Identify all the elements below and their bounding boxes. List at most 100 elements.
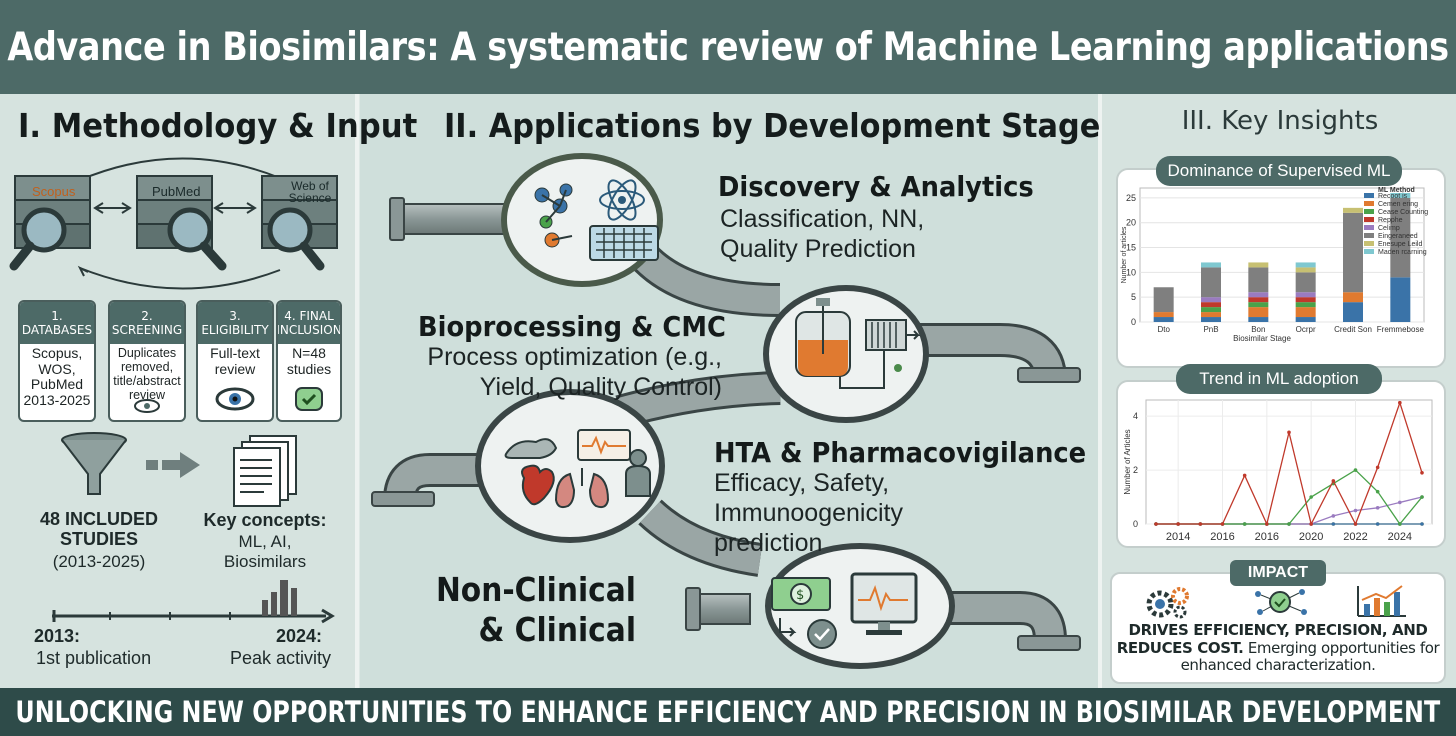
legend-label: Maden rcarning bbox=[1378, 249, 1427, 256]
data-point bbox=[1353, 468, 1358, 472]
data-point bbox=[1398, 400, 1402, 405]
bar-segment bbox=[1201, 267, 1221, 298]
legend-label: Repphe bbox=[1378, 217, 1403, 224]
cost-monitor-icon: $ bbox=[765, 543, 955, 669]
data-point bbox=[1242, 473, 1247, 478]
footer-banner: UNLOCKING NEW OPPORTUNITIES TO ENHANCE E… bbox=[0, 688, 1456, 736]
bar-chart-title: Dominance of Supervised ML bbox=[1156, 156, 1402, 186]
x-tick-label: Fremmebose bbox=[1377, 325, 1425, 334]
bar-segment bbox=[1248, 262, 1269, 268]
y-tick-label: 0 bbox=[1133, 519, 1138, 529]
timeline-start-desc: 1st publication bbox=[36, 648, 152, 668]
y-tick-label: 5 bbox=[1131, 292, 1136, 302]
bar-segment bbox=[1248, 292, 1269, 298]
data-point bbox=[1398, 522, 1402, 526]
plot-area bbox=[1145, 399, 1433, 525]
data-point bbox=[1176, 522, 1180, 526]
y-axis-label: Number of articles bbox=[1121, 226, 1128, 283]
bar-segment bbox=[1295, 292, 1316, 298]
legend-swatch bbox=[1364, 241, 1374, 246]
bar-segment bbox=[1295, 262, 1316, 268]
applications-title: II. Applications by Development Stage bbox=[444, 106, 1101, 145]
key-concepts-title: Key concepts: bbox=[203, 510, 327, 530]
arrow-right-icon bbox=[146, 452, 200, 478]
header-banner: Advance in Biosimilars: A systematic rev… bbox=[0, 0, 1456, 94]
x-axis-label: Biosimilar Stage bbox=[1233, 334, 1291, 343]
eye-icon bbox=[215, 387, 255, 411]
x-tick-label: 2014 bbox=[1166, 531, 1190, 543]
step-screening: 2.SCREENING Duplicates removed, title/ab… bbox=[108, 300, 186, 422]
legend-swatch bbox=[1364, 249, 1374, 254]
x-tick-label: 2022 bbox=[1343, 531, 1367, 543]
data-point bbox=[1309, 522, 1313, 526]
insights-title: III. Key Insights bbox=[1181, 106, 1379, 136]
server-icon bbox=[136, 175, 227, 271]
data-point bbox=[1375, 489, 1380, 494]
legend-swatch bbox=[1364, 201, 1374, 206]
x-tick-label: Dto bbox=[1157, 325, 1170, 334]
legend-label: Eingeraneed bbox=[1378, 233, 1418, 240]
included-studies: 48 INCLUDED STUDIES bbox=[39, 509, 159, 549]
data-point bbox=[1420, 470, 1424, 475]
bar-segment bbox=[1390, 197, 1411, 278]
data-point bbox=[1375, 465, 1380, 470]
data-point bbox=[1309, 495, 1313, 499]
legend-label: Cemen ering bbox=[1378, 201, 1418, 208]
bar-segment bbox=[1201, 302, 1221, 308]
stage-body-discovery: Classification, NN, Quality Prediction bbox=[720, 205, 925, 263]
step-databases: 1.DATABASES Scopus, WOS, PubMed 2013-202… bbox=[18, 300, 96, 422]
x-tick-label: 2024 bbox=[1388, 531, 1412, 543]
legend-swatch bbox=[1364, 225, 1374, 230]
check-icon bbox=[295, 387, 323, 411]
legend-label: Cease Counting bbox=[1378, 209, 1428, 216]
y-tick-label: 0 bbox=[1131, 317, 1136, 327]
bar-segment bbox=[1248, 267, 1269, 293]
y-tick-label: 10 bbox=[1126, 267, 1136, 277]
timeline-end-desc: Peak activity bbox=[230, 648, 332, 668]
panel-divider bbox=[355, 94, 359, 688]
pipeline-diagram: $ bbox=[371, 153, 1081, 669]
bar-segment bbox=[1201, 262, 1221, 268]
data-point bbox=[1331, 514, 1336, 518]
stage-title-hta: HTA & Pharmacovigilance bbox=[714, 436, 1087, 469]
y-axis-label: Number of Articles bbox=[1123, 429, 1132, 494]
legend-swatch bbox=[1364, 209, 1374, 214]
legend-swatch bbox=[1364, 233, 1374, 238]
gears-icon bbox=[1146, 587, 1189, 619]
network-check-icon bbox=[1255, 589, 1307, 615]
stage-body-bioprocessing: Process optimization (e.g., Yield, Quali… bbox=[427, 343, 722, 401]
data-point bbox=[1375, 506, 1380, 510]
bar-segment bbox=[1248, 297, 1269, 303]
x-tick-label: Bon bbox=[1251, 325, 1265, 334]
data-point bbox=[1331, 522, 1336, 526]
server-icon bbox=[261, 175, 338, 271]
y-tick-label: 4 bbox=[1133, 411, 1138, 421]
stage-body-hta: Efficacy, Safety, Immunoogenicity predic… bbox=[714, 469, 903, 557]
legend-label: Celimp bbox=[1378, 225, 1400, 232]
data-point bbox=[1375, 522, 1380, 526]
bar-segment bbox=[1295, 267, 1316, 273]
bar-segment bbox=[1295, 297, 1316, 303]
x-tick-label: PnB bbox=[1203, 325, 1218, 334]
database-network bbox=[9, 157, 338, 290]
data-point bbox=[1242, 522, 1247, 526]
legend-label: Recoot is bbox=[1378, 193, 1408, 200]
bar-segment bbox=[1248, 307, 1269, 318]
step-eligibility: 3.ELIGIBILITY Full-text review bbox=[196, 300, 274, 422]
data-point bbox=[1287, 430, 1291, 435]
legend-label: Enesupe Leild bbox=[1378, 241, 1422, 248]
documents-icon bbox=[233, 435, 297, 507]
plot-area bbox=[1139, 187, 1425, 323]
discovery-icon bbox=[501, 153, 663, 287]
data-point bbox=[1420, 495, 1424, 499]
bar-segment bbox=[1201, 297, 1221, 303]
timeline bbox=[52, 580, 335, 624]
bar-segment bbox=[1295, 272, 1316, 293]
bar-segment bbox=[1390, 192, 1411, 198]
bar-segment bbox=[1295, 317, 1316, 322]
data-point bbox=[1287, 522, 1291, 526]
bar-segment bbox=[1343, 212, 1363, 293]
